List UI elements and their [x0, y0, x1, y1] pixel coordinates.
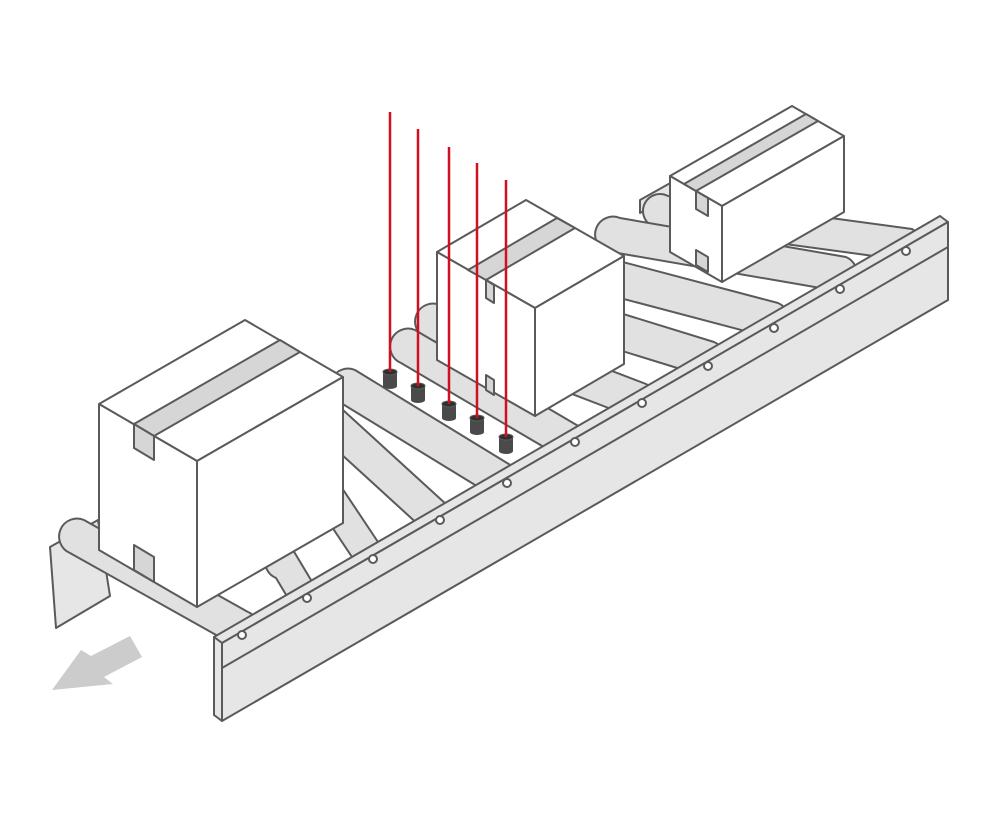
sensor	[498, 180, 514, 454]
bolt-hole	[769, 323, 779, 333]
bolt-hole	[502, 478, 512, 488]
sensor-body	[383, 372, 397, 386]
direction-arrow-icon	[52, 636, 142, 690]
bolt-hole	[901, 246, 911, 256]
sensor-body	[499, 437, 513, 451]
conveyor-front-rail	[213, 215, 949, 722]
bolt-hole	[637, 398, 647, 408]
sensor	[469, 163, 485, 435]
bolt-hole	[302, 593, 312, 603]
sensor	[441, 147, 457, 421]
bolt-hole	[237, 630, 247, 640]
sensor-array-icon	[382, 112, 514, 454]
sensor-body	[411, 386, 425, 400]
sensor	[382, 112, 398, 389]
package-box-back	[669, 105, 845, 283]
sensor-body	[470, 418, 484, 432]
bolt-hole	[835, 284, 845, 294]
package-box-middle	[436, 199, 625, 417]
package-box-front	[98, 319, 344, 608]
sensor	[410, 129, 426, 403]
bolt-hole	[703, 361, 713, 371]
sensor-body	[442, 404, 456, 418]
bolt-hole	[368, 554, 378, 564]
bolt-hole	[570, 437, 580, 447]
bolt-hole	[435, 515, 445, 525]
rail-bolt-holes	[237, 246, 911, 640]
